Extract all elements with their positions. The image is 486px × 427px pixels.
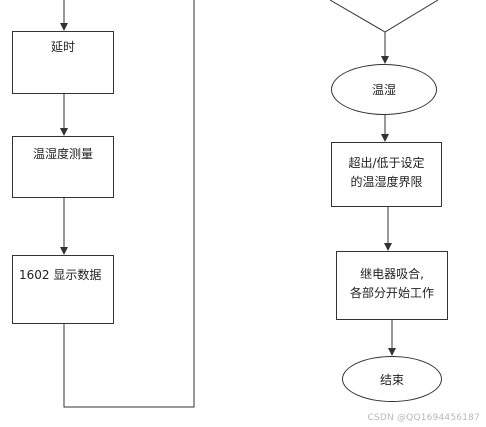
display-box: 1602 显示数据 bbox=[12, 255, 114, 324]
temp-humidity-node: 温湿 bbox=[331, 64, 437, 115]
merge-lines bbox=[329, 0, 439, 33]
threshold-box: 超出/低于设定 的温湿度界限 bbox=[331, 142, 442, 207]
watermark: CSDN @QQ1694456187 bbox=[367, 413, 480, 423]
end-label: 结束 bbox=[379, 372, 404, 387]
threshold-line-1: 超出/低于设定 bbox=[348, 156, 425, 170]
relay-line-1: 继电器吸合, bbox=[360, 267, 424, 281]
delay-label: 延时 bbox=[50, 40, 75, 54]
end-node: 结束 bbox=[342, 356, 442, 402]
relay-line-2: 各部分开始工作 bbox=[349, 286, 434, 300]
measure-box: 温湿度测量 bbox=[12, 136, 114, 198]
display-label: 1602 显示数据 bbox=[19, 268, 102, 282]
temp-humidity-label: 温湿 bbox=[371, 83, 396, 97]
threshold-line-2: 的温湿度界限 bbox=[350, 175, 423, 189]
relay-box: 继电器吸合, 各部分开始工作 bbox=[336, 251, 448, 320]
delay-box: 延时 bbox=[12, 31, 114, 94]
loop-back-line bbox=[63, 0, 195, 408]
measure-label: 温湿度测量 bbox=[32, 147, 93, 161]
